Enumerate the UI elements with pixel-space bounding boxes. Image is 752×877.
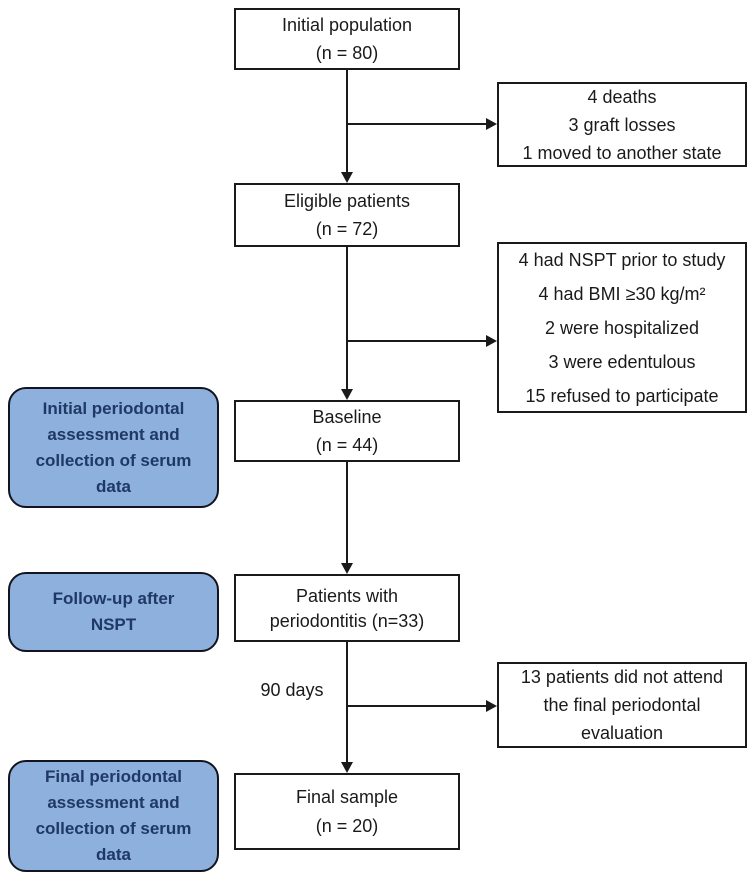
arrowhead-right-icon [486,335,497,347]
connector-initial-to-eligible [346,70,348,174]
arrowhead-down-icon [341,172,353,183]
connector-periodontitis-to-final [346,642,348,763]
box-line: Patients with [295,585,399,606]
stage-follow-up-label: Follow-up after NSPT [8,572,219,652]
stage-initial-assessment-label: Initial periodontal assessment and colle… [8,387,219,508]
box-line: Final sample [295,787,399,807]
eligible-patients-box: Eligible patients (n = 72) [234,183,460,247]
connector-eligible-to-baseline [346,247,348,391]
box-count: (n = 72) [315,219,379,239]
initial-population-box: Initial population (n = 80) [234,8,460,70]
branch-to-exclusion-dropouts [347,705,486,707]
exclusion-line: 3 were edentulous [548,351,696,372]
branch-to-exclusion-deaths [347,123,486,125]
arrowhead-right-icon [486,700,497,712]
exclusion-box-deaths: 4 deaths 3 graft losses 1 moved to anoth… [497,82,747,167]
exclusion-line: 4 had NSPT prior to study [518,249,726,270]
box-count: (n = 20) [315,816,379,836]
exclusion-box-dropouts: 13 patients did not attend the final per… [497,662,747,748]
exclusion-line: 13 patients did not attend [520,667,724,687]
exclusion-line: 4 had BMI ≥30 kg/m² [538,283,706,304]
exclusion-line: 1 moved to another state [522,142,722,163]
exclusion-line: 15 refused to participate [525,385,719,406]
box-count: (n = 44) [315,435,379,455]
arrowhead-down-icon [341,563,353,574]
box-count: periodontitis (n=33) [269,610,425,631]
branch-to-exclusion-eligibility [347,340,486,342]
final-sample-box: Final sample (n = 20) [234,773,460,850]
stage-final-assessment-label: Final periodontal assessment and collect… [8,760,219,872]
arrowhead-down-icon [341,389,353,400]
exclusion-line: evaluation [580,723,664,743]
exclusion-box-eligibility: 4 had NSPT prior to study 4 had BMI ≥30 … [497,242,747,413]
exclusion-line: 4 deaths [587,86,657,107]
patients-with-periodontitis-box: Patients with periodontitis (n=33) [234,574,460,642]
box-line: Eligible patients [283,191,411,211]
exclusion-line: 3 graft losses [568,114,676,135]
arrowhead-right-icon [486,118,497,130]
arrowhead-down-icon [341,762,353,773]
exclusion-line: the final periodontal [543,695,701,715]
box-line: Initial population [281,15,413,35]
baseline-box: Baseline (n = 44) [234,400,460,462]
box-line: Baseline [312,407,382,427]
timeline-label-90-days: 90 days [260,680,324,700]
exclusion-line: 2 were hospitalized [544,317,700,338]
box-count: (n = 80) [315,43,379,63]
connector-baseline-to-periodontitis [346,462,348,564]
